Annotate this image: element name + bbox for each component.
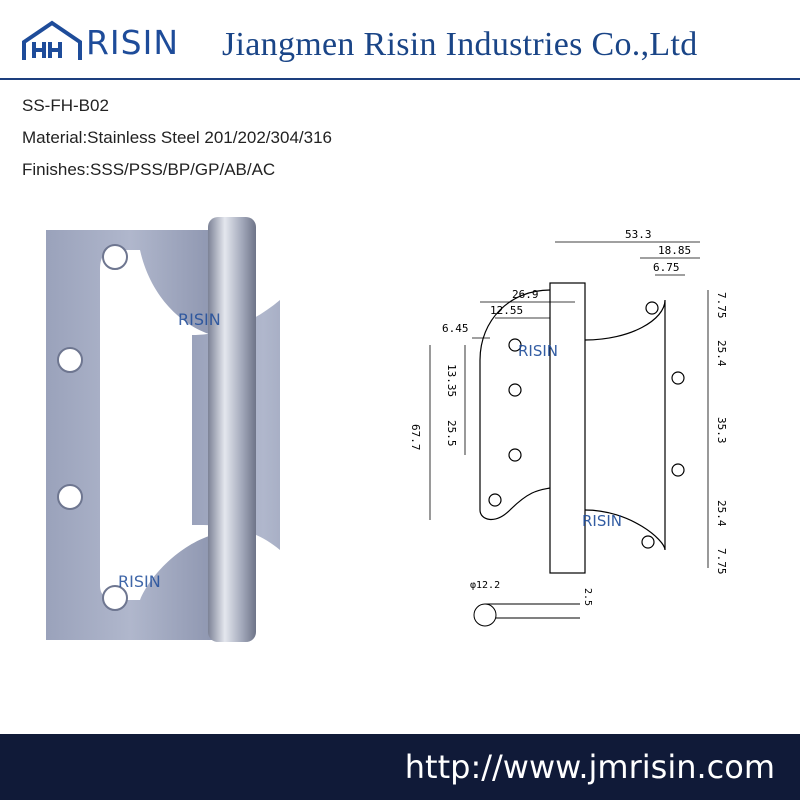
dim-25-5: 25.5 [445,420,458,447]
dim-width-total: 53.3 [625,228,652,241]
screw-holes [57,244,128,611]
house-logo-icon [22,20,82,60]
drawing-watermark-top: RISIN [518,342,559,360]
dim-25-4-top: 25.4 [715,340,728,367]
dim-18-85: 18.85 [658,244,691,257]
header: RISIN Jiangmen Risin Industries Co.,Ltd [0,0,800,80]
dim-25-4-bottom: 25.4 [715,500,728,527]
dim-thickness: 2.5 [582,588,593,606]
drawing-watermark-bottom: RISIN [582,512,623,530]
company-logo[interactable]: RISIN [22,20,192,64]
drawing-knuckle [549,282,586,574]
dim-26-9: 26.9 [512,288,539,301]
footer: http://www.jmrisin.com [0,734,800,800]
material-spec: Material:Stainless Steel 201/202/304/316 [22,128,332,147]
dim-7-75-top: 7.75 [715,292,728,319]
dim-12-55: 12.55 [490,304,523,317]
drawing-right-leaf [584,299,666,551]
dim-7-75-bottom: 7.75 [715,548,728,575]
photo-watermark-bottom: RISIN [118,572,161,591]
photo-watermark-top: RISIN [178,310,221,329]
section-view [473,603,580,627]
dim-35-3: 35.3 [715,417,728,444]
drawing-left-leaf [479,289,551,520]
dim-6-75: 6.75 [653,261,680,274]
hinge-photo [46,217,280,642]
dim-knuckle-diameter: φ12.2 [470,580,500,591]
website-url[interactable]: http://www.jmrisin.com [404,748,775,786]
drawing-holes [488,301,685,549]
dim-6-45: 6.45 [442,322,469,335]
finishes-spec: Finishes:SSS/PSS/BP/GP/AB/AC [22,160,276,179]
technical-drawing: 53.3 18.85 6.75 26.9 12.55 6.45 13.35 25… [409,228,728,627]
hinge-knuckle [208,217,256,642]
dim-67-7: 67.7 [409,424,422,451]
dimension-lines [429,241,709,568]
company-name: Jiangmen Risin Industries Co.,Ltd [222,26,698,63]
dim-13-35: 13.35 [445,364,458,397]
model-number: SS-FH-B02 [22,96,109,115]
logo-text: RISIN [86,23,180,62]
leaf-cutout [100,250,212,600]
header-divider [0,78,800,80]
